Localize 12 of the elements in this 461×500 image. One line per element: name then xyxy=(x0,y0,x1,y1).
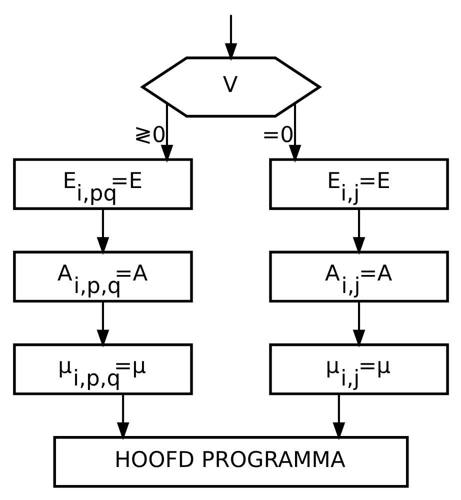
arrow xyxy=(96,302,109,348)
edge-label: =0 xyxy=(261,123,294,148)
arrow xyxy=(352,208,365,255)
arrow xyxy=(160,104,173,163)
node-box: HOOFD PROGRAMMA xyxy=(52,436,408,488)
arrow xyxy=(352,302,365,348)
arrow xyxy=(224,14,237,62)
arrow xyxy=(96,208,109,255)
arrow xyxy=(116,394,129,440)
arrow xyxy=(288,104,301,163)
edge-label: ≷0 xyxy=(133,123,166,148)
arrow xyxy=(332,394,345,440)
